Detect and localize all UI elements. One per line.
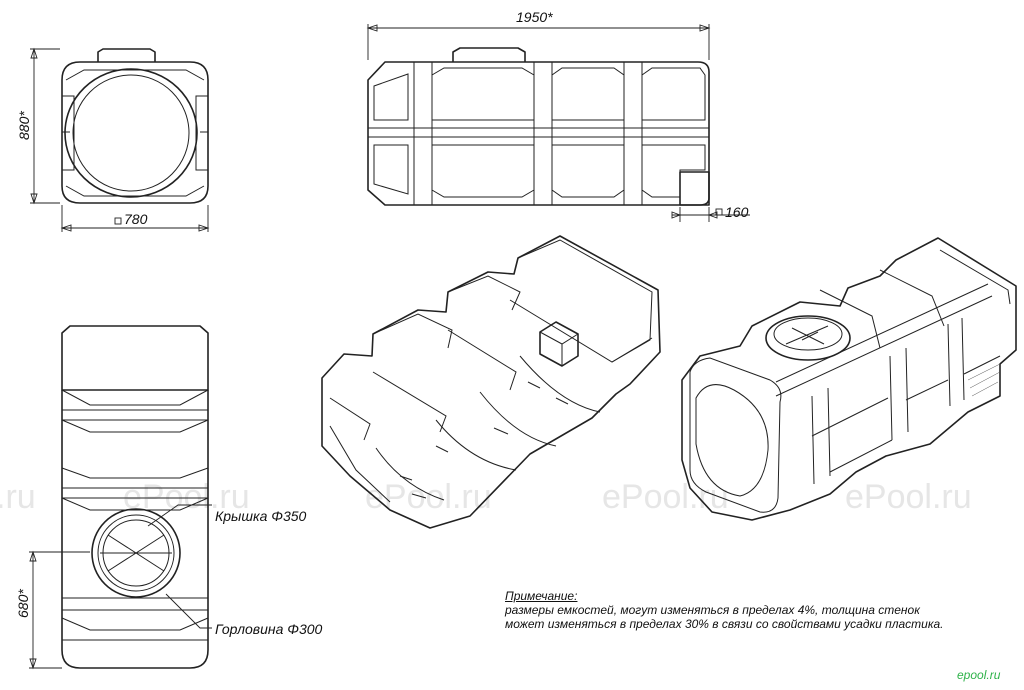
dim-width-side: 780 xyxy=(124,211,148,227)
front-view: Крышка Φ350 Горловина Φ300 680* xyxy=(15,325,323,670)
dim-height-side: 880* xyxy=(16,111,32,140)
note-line-1: размеры емкостей, могут изменяться в пре… xyxy=(505,603,920,617)
watermark-text: .ru xyxy=(0,478,36,516)
label-lid: Крышка Φ350 xyxy=(215,508,307,524)
side-view: 880* 780 xyxy=(16,47,210,232)
watermark-text: ePool.ru xyxy=(602,478,729,516)
note-title: Примечание: xyxy=(505,589,578,603)
long-view: 1950* 160 xyxy=(366,9,750,222)
note-line-2: может изменяться в пределах 30% в связи … xyxy=(505,617,944,631)
watermark-text: ePool.ru xyxy=(365,478,492,516)
hatch-detail xyxy=(967,363,1001,397)
watermarks: .ru ePool.ru ePool.ru ePool.ru ePool.ru xyxy=(0,478,972,516)
label-neck: Горловина Φ300 xyxy=(215,621,323,637)
site-logo: epool.ru xyxy=(957,668,1001,682)
isometric-view-bottom xyxy=(321,235,661,529)
dim-outlet: 160 xyxy=(725,204,749,220)
dim-length: 1950* xyxy=(516,9,553,25)
note-block: Примечание: размеры емкостей, могут изме… xyxy=(505,589,1015,631)
watermark-text: ePool.ru xyxy=(845,478,972,516)
dim-height-front: 680* xyxy=(15,589,31,618)
